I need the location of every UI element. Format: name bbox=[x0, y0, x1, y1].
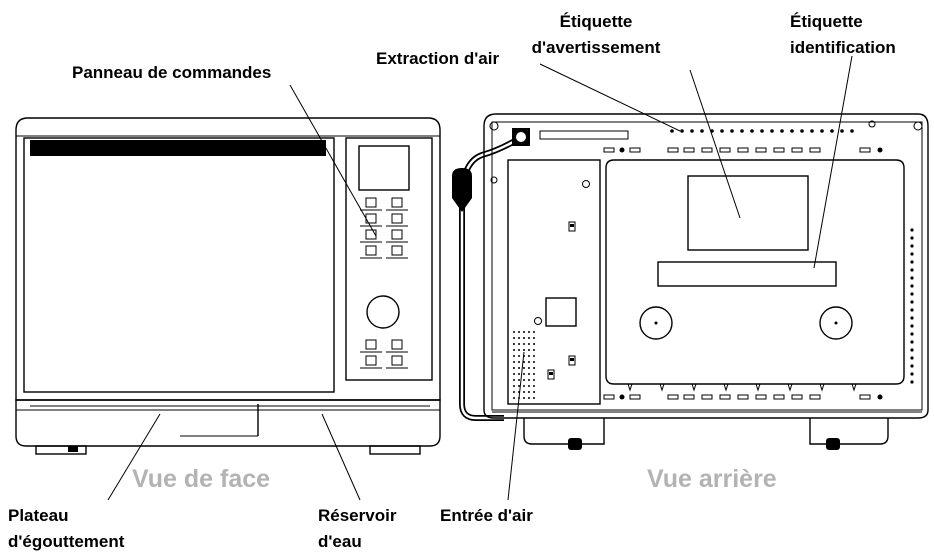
front-base bbox=[15, 399, 441, 447]
leader-water-tank bbox=[321, 413, 361, 501]
label-air-intake: Entrée d'air bbox=[440, 506, 533, 525]
caption-rear-view: Vue arrière bbox=[647, 465, 777, 493]
rear-connector bbox=[545, 297, 577, 327]
power-plug bbox=[452, 168, 472, 212]
control-panel bbox=[345, 137, 433, 381]
rear-stand-right bbox=[809, 418, 889, 445]
front-foot-left bbox=[35, 445, 87, 455]
exhaust-slot bbox=[539, 130, 629, 140]
id-label-area bbox=[657, 261, 837, 287]
rear-body bbox=[483, 113, 929, 419]
top-slot-row bbox=[603, 147, 883, 153]
control-display bbox=[358, 145, 410, 191]
label-drip-tray-line2: d'égouttement bbox=[8, 532, 125, 551]
front-body bbox=[15, 117, 441, 401]
leader-lines bbox=[107, 55, 853, 501]
leader-air-intake bbox=[507, 351, 525, 501]
label-control-panel: Panneau de commandes bbox=[72, 63, 271, 82]
door-top-strip bbox=[30, 140, 326, 156]
rear-left-panel bbox=[507, 159, 601, 405]
label-id-line2: identification bbox=[790, 38, 896, 57]
air-intake-grid bbox=[513, 331, 535, 399]
front-foot-right bbox=[369, 445, 421, 455]
label-warning-line1: Étiquette bbox=[560, 12, 633, 31]
rear-port-right bbox=[819, 306, 853, 340]
rear-view bbox=[452, 113, 929, 450]
bottom-slot-row bbox=[603, 394, 883, 400]
leader-control-panel bbox=[289, 84, 377, 237]
leader-id-label bbox=[813, 55, 853, 269]
control-buttons-lower bbox=[360, 339, 408, 369]
front-view bbox=[15, 117, 441, 455]
label-drip-tray-line1: Plateau bbox=[8, 506, 68, 525]
exhaust-vents bbox=[670, 129, 854, 133]
leader-air-exhaust bbox=[539, 63, 681, 132]
rear-right-panel bbox=[605, 159, 905, 385]
label-id-line1: Étiquette bbox=[790, 12, 863, 31]
label-warning-line2: d'avertissement bbox=[532, 38, 661, 57]
leader-warning-label bbox=[689, 69, 741, 219]
label-air-exhaust: Extraction d'air bbox=[376, 49, 499, 68]
control-buttons-upper bbox=[360, 197, 408, 259]
label-water-tank-line2: d'eau bbox=[318, 532, 362, 551]
rear-stand-left bbox=[523, 418, 605, 445]
side-vents bbox=[910, 228, 914, 384]
control-knob bbox=[366, 295, 400, 329]
rear-inner bbox=[491, 121, 923, 411]
warning-label-area bbox=[687, 175, 809, 251]
caption-front-view: Vue de face bbox=[132, 465, 270, 493]
leader-drip-tray bbox=[107, 413, 161, 501]
door bbox=[23, 137, 335, 393]
label-water-tank-line1: Réservoir bbox=[318, 506, 397, 525]
rear-port-left bbox=[639, 306, 673, 340]
